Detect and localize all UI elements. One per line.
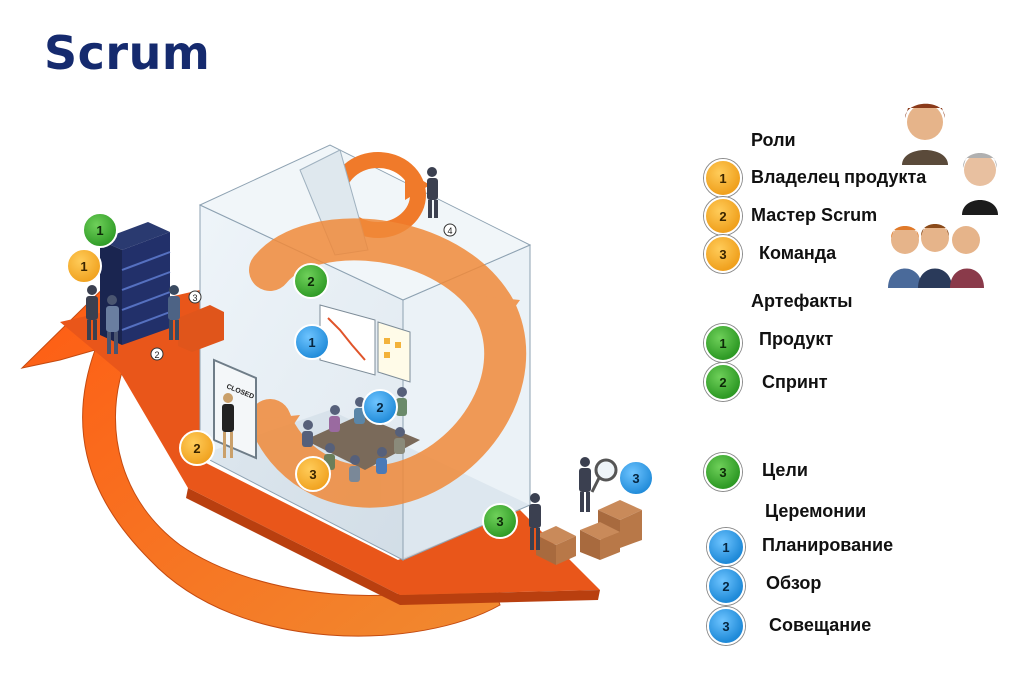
ceremony-review: Обзор [766,573,822,593]
scene-badge-team-orange: 3 [295,456,331,492]
goals-label: Цели [762,460,808,480]
artifacts-heading: Артефакты [751,291,853,311]
role-product-owner: Владелец продукта [751,167,927,187]
ceremony-badge-2: 2 [707,567,745,605]
person-icon [106,295,119,354]
ceremony-badge-1: 1 [707,528,745,566]
artifact-badge-1: 1 [704,324,742,362]
scene-badge-product-green: 1 [82,212,118,248]
artifact-badge-2: 2 [704,363,742,401]
team-portrait [888,224,984,288]
team-members [302,387,407,482]
scene-badge-scrummaster-orange: 2 [179,430,215,466]
process-platform [60,290,600,595]
person-icon [579,457,591,512]
svg-text:1: 1 [80,259,87,274]
ceremony-planning: Планирование [762,535,894,555]
role-scrum-master: Мастер Scrum [751,205,878,225]
scene-badge-goals-green: 3 [482,503,518,539]
role-badge-3: 3 [704,235,742,273]
whiteboard-icon [319,304,411,383]
svg-text:2: 2 [307,274,314,289]
scene-badge-review-blue: 2 [362,389,398,425]
roles-heading: Роли [751,130,796,150]
person-icon [168,285,180,340]
small-marker: 2 [150,347,164,361]
svg-text:1: 1 [96,223,103,238]
svg-text:3: 3 [496,514,503,529]
goals-badge: 3 [704,453,742,491]
ceremony-badge-3: 3 [707,607,745,645]
person-icon [86,285,98,340]
svg-text:3: 3 [192,293,197,303]
svg-text:2: 2 [376,400,383,415]
scene-badge-owner-orange: 1 [66,248,102,284]
svg-text:4: 4 [447,226,452,236]
ceremony-standup: Совещание [769,615,872,635]
role-team: Команда [759,243,837,263]
scrum-master-portrait [962,153,998,215]
svg-text:3: 3 [632,471,639,486]
scene-badge-planning-blue: 1 [294,324,330,360]
page-title: Scrum [44,26,211,80]
closed-door [213,358,257,460]
svg-text:2: 2 [193,441,200,456]
small-marker: 3 [188,290,202,304]
role-badge-1: 1 [704,159,742,197]
svg-text:3: 3 [309,467,316,482]
magnifier-icon [590,458,618,493]
product-owner-portrait [902,103,948,165]
artifact-product: Продукт [759,329,834,349]
svg-text:2: 2 [154,350,159,360]
role-badge-2: 2 [704,197,742,235]
person-icon [222,393,234,458]
artifact-sprint: Спринт [762,372,828,392]
box-stack-icon [536,500,642,565]
counter-block [178,305,224,352]
platform-side [186,488,600,605]
scene-badge-standup-blue: 3 [618,460,654,496]
small-marker: 4 [443,223,457,237]
svg-text:1: 1 [308,335,315,350]
ceremonies-heading: Церемонии [765,501,867,521]
scene-badge-sprint-green: 2 [293,263,329,299]
person-icon [427,167,438,218]
person-icon [529,493,541,550]
